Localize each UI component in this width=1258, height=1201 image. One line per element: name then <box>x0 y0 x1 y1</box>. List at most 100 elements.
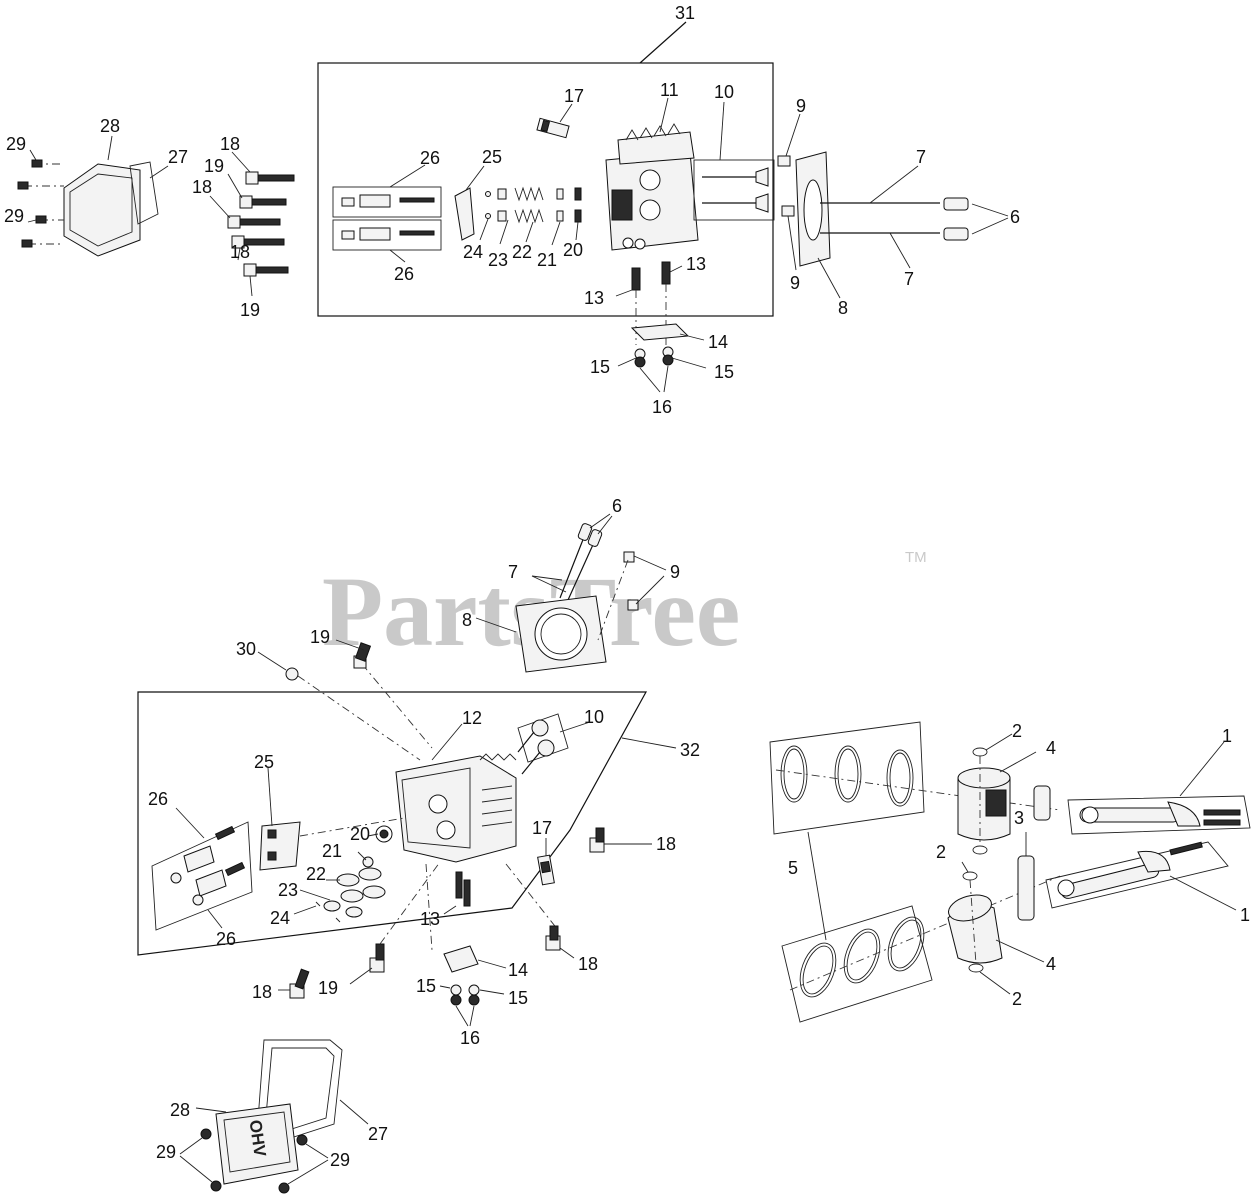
valve-cover-28 <box>63 163 141 257</box>
label-top-26b: 26 <box>394 264 414 284</box>
exhaust-gasket-14-middle <box>443 945 479 973</box>
label-mid-9: 9 <box>670 562 680 582</box>
label-piston-2b: 2 <box>936 842 946 862</box>
label-top-17: 17 <box>564 86 584 106</box>
label-mid-26a: 26 <box>148 789 168 809</box>
label-top-15a: 15 <box>590 357 610 377</box>
label-mid-26b: 26 <box>216 929 236 949</box>
cylinder-head-kit-frame-31 <box>317 62 774 317</box>
label-piston-4a: 4 <box>1046 738 1056 758</box>
dowel-pin-9a <box>777 155 791 167</box>
label-mid-24: 24 <box>270 908 290 928</box>
connecting-rod-1a <box>1067 795 1251 835</box>
label-mid-17: 17 <box>532 818 552 838</box>
stud-13-middle-b <box>463 879 471 907</box>
piston-4a <box>957 767 1011 841</box>
label-top-8: 8 <box>838 298 848 318</box>
valve-cover-gasket-27 <box>129 161 159 225</box>
label-top-13a: 13 <box>584 288 604 308</box>
label-top-6: 6 <box>1010 207 1020 227</box>
piston-ring-set-5b <box>781 905 933 1023</box>
label-piston-2a: 2 <box>1012 721 1022 741</box>
label-mid-23: 23 <box>278 880 298 900</box>
top-assembly: 31 17 11 10 9 7 6 7 9 8 26 25 26 24 23 2… <box>4 3 1020 417</box>
label-top-16: 16 <box>652 397 672 417</box>
head-gasket-8-middle <box>515 595 607 673</box>
label-mid-22: 22 <box>306 864 326 884</box>
screws-29 <box>17 149 64 248</box>
label-piston-4b: 4 <box>1046 954 1056 974</box>
label-mid-12: 12 <box>462 708 482 728</box>
dowel-pin-9b <box>781 205 795 217</box>
wrist-pin-3b <box>1017 855 1035 921</box>
label-top-18b: 18 <box>192 177 212 197</box>
label-mid-15b: 15 <box>508 988 528 1008</box>
label-bottom-28: 28 <box>170 1100 190 1120</box>
piston-4b <box>947 894 1003 964</box>
label-mid-30: 30 <box>236 639 256 659</box>
label-mid-10: 10 <box>584 707 604 727</box>
label-piston-1b: 1 <box>1240 905 1250 925</box>
spark-plug-17 <box>536 117 570 139</box>
label-mid-16: 16 <box>460 1028 480 1048</box>
push-rod-guide-25-middle <box>259 821 301 871</box>
tappet-6b <box>943 227 969 241</box>
dowel-pin-9c <box>623 551 635 563</box>
label-top-18c: 18 <box>230 242 250 262</box>
label-top-29a: 29 <box>6 134 26 154</box>
label-top-13b: 13 <box>686 254 706 274</box>
label-top-21: 21 <box>537 250 557 270</box>
watermark: PartsTree TM <box>322 549 927 667</box>
label-top-19b: 19 <box>240 300 260 320</box>
middle-assembly: 6 7 9 8 30 19 12 10 32 25 26 20 21 22 23… <box>137 496 700 1048</box>
label-mid-18a: 18 <box>656 834 676 854</box>
label-mid-13: 13 <box>420 909 440 929</box>
label-top-31: 31 <box>675 3 695 23</box>
valve-cover-28-bottom: OHV <box>215 1103 299 1185</box>
nut-16b <box>662 354 674 366</box>
stud-13a <box>631 267 641 291</box>
label-top-11: 11 <box>660 80 679 100</box>
piston-ring-set-5a <box>769 721 925 835</box>
label-piston-3: 3 <box>1014 808 1024 828</box>
label-top-14: 14 <box>708 332 728 352</box>
dowel-pin-9d <box>627 599 639 611</box>
rocker-arm-set-26 <box>332 186 442 251</box>
label-mid-18c: 18 <box>252 982 272 1002</box>
valves-10-middle <box>517 713 569 775</box>
screw-29-b <box>210 1180 222 1192</box>
leader-31 <box>639 21 687 64</box>
label-top-27: 27 <box>168 147 188 167</box>
screw-29-a <box>200 1128 212 1140</box>
watermark-trademark: TM <box>905 549 927 566</box>
label-top-26a: 26 <box>420 148 440 168</box>
label-top-10: 10 <box>714 82 734 102</box>
label-top-19a: 19 <box>204 156 224 176</box>
label-mid-14: 14 <box>508 960 528 980</box>
spark-plug-17-middle <box>537 854 555 886</box>
head-gasket-8 <box>795 151 831 267</box>
screw-29-c <box>296 1134 308 1146</box>
label-top-20: 20 <box>563 240 583 260</box>
label-top-29b: 29 <box>4 206 24 226</box>
circlip-2c <box>962 871 978 881</box>
label-mid-7: 7 <box>508 562 518 582</box>
bottom-valve-cover-assembly: OHV 28 27 29 29 <box>156 1039 388 1194</box>
label-mid-32: 32 <box>680 740 700 760</box>
label-top-24: 24 <box>463 242 483 262</box>
label-top-28: 28 <box>100 116 120 136</box>
label-top-18a: 18 <box>220 134 240 154</box>
label-top-22: 22 <box>512 242 532 262</box>
label-bottom-27: 27 <box>368 1124 388 1144</box>
label-top-9b: 9 <box>790 273 800 293</box>
valves-10 <box>693 159 775 221</box>
tappet-6a <box>943 197 969 211</box>
nut-16-middle-b <box>468 994 480 1006</box>
stud-13b <box>661 261 671 285</box>
label-top-23: 23 <box>488 250 508 270</box>
label-top-7b: 7 <box>904 269 914 289</box>
label-piston-1a: 1 <box>1222 726 1232 746</box>
circlip-2a <box>972 747 988 757</box>
label-mid-18b: 18 <box>578 954 598 974</box>
label-top-7a: 7 <box>916 147 926 167</box>
